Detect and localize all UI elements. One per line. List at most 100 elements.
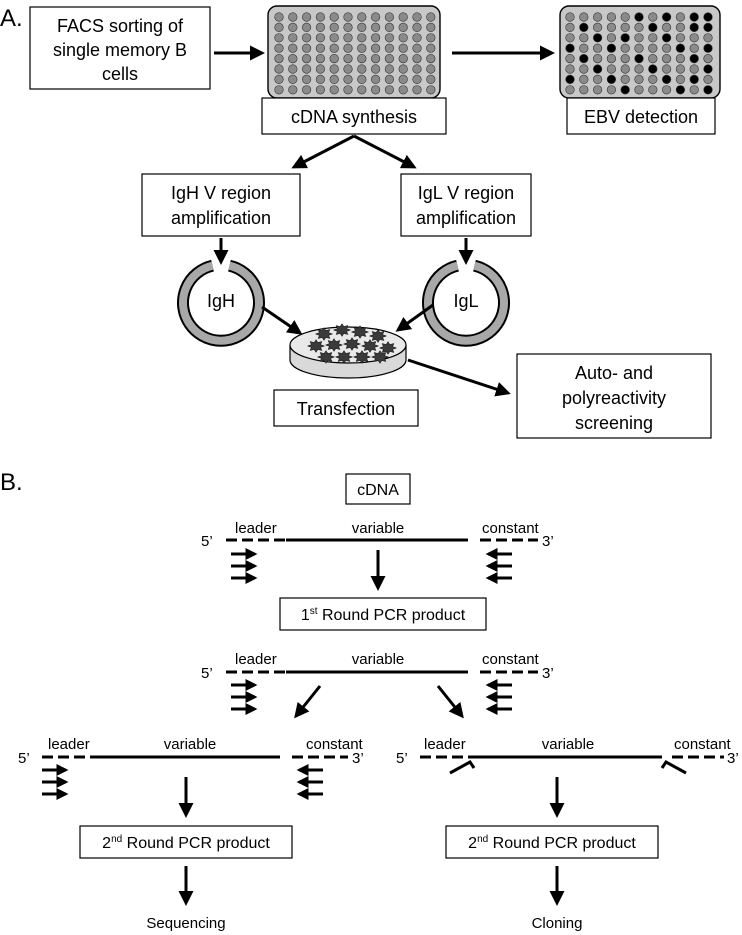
well bbox=[371, 22, 381, 32]
well bbox=[675, 12, 686, 22]
arrow-to-igh bbox=[291, 134, 355, 169]
arrow-to-sequencing-branch bbox=[294, 685, 322, 719]
well bbox=[357, 53, 367, 64]
igl-amp-line-2: amplification bbox=[416, 208, 516, 228]
well bbox=[634, 33, 644, 43]
five-prime-label: 5’ bbox=[201, 665, 213, 682]
well bbox=[302, 33, 312, 43]
well-plate-cdna bbox=[267, 5, 441, 99]
arrow-igh-to-dish bbox=[261, 305, 303, 335]
igl-plasmid-icon: IgL bbox=[422, 259, 510, 347]
well bbox=[329, 12, 339, 22]
screening-line-3: screening bbox=[575, 413, 653, 433]
well bbox=[592, 74, 603, 84]
well bbox=[288, 22, 298, 32]
well bbox=[661, 53, 672, 64]
facs-line-1: FACS sorting of bbox=[57, 16, 184, 36]
positive-well bbox=[703, 22, 713, 32]
screening-line-1: Auto- and bbox=[575, 363, 653, 383]
leader-label: leader bbox=[235, 651, 277, 668]
well bbox=[412, 74, 422, 84]
well bbox=[703, 33, 713, 43]
well bbox=[343, 43, 353, 53]
positive-well bbox=[592, 33, 603, 43]
well bbox=[343, 64, 353, 74]
well bbox=[274, 85, 284, 95]
well bbox=[592, 22, 603, 32]
well bbox=[565, 64, 575, 74]
igl-amplification-box: IgL V region amplification bbox=[400, 173, 532, 237]
well bbox=[398, 12, 408, 22]
screening-line-2: polyreactivity bbox=[562, 388, 666, 408]
well bbox=[412, 33, 422, 43]
well bbox=[703, 53, 713, 64]
well bbox=[648, 33, 658, 43]
cell-colonies bbox=[306, 323, 398, 364]
well bbox=[398, 22, 408, 32]
igh-plasmid-icon: IgH bbox=[177, 259, 265, 347]
well bbox=[412, 53, 422, 64]
well bbox=[565, 53, 575, 64]
positive-well bbox=[661, 74, 672, 84]
well bbox=[315, 12, 326, 22]
cdna-box: cDNA bbox=[345, 473, 411, 505]
well bbox=[412, 85, 422, 95]
well bbox=[426, 12, 436, 22]
well bbox=[288, 64, 298, 74]
cell-colony bbox=[352, 350, 372, 364]
constant-label: constant bbox=[482, 651, 540, 668]
plate-wells bbox=[565, 12, 713, 95]
well bbox=[329, 74, 339, 84]
nested-forward-primer bbox=[449, 760, 476, 775]
arrow-to-screening bbox=[407, 358, 511, 397]
well bbox=[357, 12, 367, 22]
constant-label: constant bbox=[482, 520, 540, 537]
cell-colony bbox=[370, 350, 390, 364]
well bbox=[343, 85, 353, 95]
well bbox=[384, 64, 395, 74]
leader-label: leader bbox=[424, 736, 466, 753]
igh-plasmid-label: IgH bbox=[207, 291, 235, 311]
nested-reverse-primer bbox=[660, 760, 687, 775]
cell-colony bbox=[342, 337, 362, 351]
well bbox=[426, 74, 436, 84]
three-prime-label: 3’ bbox=[352, 750, 364, 767]
well bbox=[384, 12, 395, 22]
leader-label: leader bbox=[235, 520, 277, 537]
cell-colony bbox=[378, 341, 398, 355]
variable-label: variable bbox=[164, 736, 217, 753]
well bbox=[592, 53, 603, 64]
positive-well bbox=[634, 12, 644, 22]
well bbox=[634, 43, 644, 53]
well bbox=[426, 22, 436, 32]
well bbox=[620, 22, 630, 32]
well bbox=[620, 74, 630, 84]
constant-label: constant bbox=[674, 736, 732, 753]
cloning-label: Cloning bbox=[532, 915, 583, 932]
well bbox=[661, 43, 672, 53]
cell-colony bbox=[324, 338, 344, 352]
positive-well bbox=[689, 22, 699, 32]
positive-well bbox=[689, 53, 699, 64]
well bbox=[606, 12, 617, 22]
well bbox=[689, 85, 699, 95]
well bbox=[329, 43, 339, 53]
well bbox=[384, 33, 395, 43]
well bbox=[274, 53, 284, 64]
cell-colony bbox=[332, 323, 352, 337]
ebv-detection-box: EBV detection bbox=[566, 97, 716, 135]
second-round-label: 2nd Round PCR product bbox=[468, 834, 636, 852]
well bbox=[606, 85, 617, 95]
arrow-to-igl bbox=[353, 134, 417, 169]
well bbox=[343, 53, 353, 64]
well bbox=[288, 74, 298, 84]
well bbox=[661, 64, 672, 74]
well bbox=[371, 64, 381, 74]
well bbox=[357, 33, 367, 43]
well bbox=[426, 85, 436, 95]
positive-well bbox=[565, 43, 575, 53]
well bbox=[329, 64, 339, 74]
well bbox=[274, 33, 284, 43]
well bbox=[426, 33, 436, 43]
well bbox=[343, 12, 353, 22]
